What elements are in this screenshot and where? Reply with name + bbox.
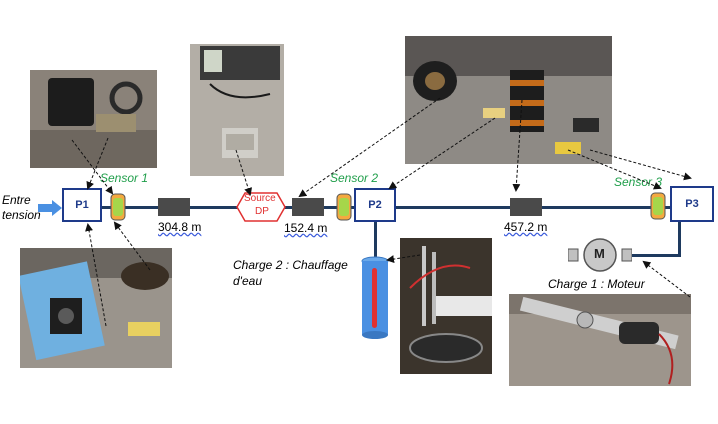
source-label-line1: Source — [244, 193, 276, 204]
sensor-2-label: Sensor 2 — [330, 171, 379, 185]
node-p3: P3 — [670, 186, 714, 222]
input-label-line2: tension — [2, 208, 41, 222]
source-label-line2: DP — [255, 206, 269, 217]
charge-2-label-line2: d'eau — [233, 274, 262, 288]
sensor-1-icon — [110, 193, 126, 221]
input-label-line1: Entre — [2, 193, 31, 207]
photo-input-power — [20, 248, 172, 368]
node-p2: P2 — [354, 188, 396, 222]
distance-1: 304.8 m — [158, 220, 202, 234]
sensor-2-icon — [336, 193, 352, 221]
sensor-3-label: Sensor 3 — [614, 175, 663, 189]
distance-3: 457.2 m — [504, 220, 548, 234]
charge-2-label-line1: Charge 2 : Chauffage — [233, 258, 348, 272]
node-p1: P1 — [62, 188, 102, 222]
sensor-1-label: Sensor 1 — [100, 171, 149, 185]
motor-icon — [568, 238, 632, 272]
water-tank-icon — [361, 256, 389, 339]
photo-motor — [509, 294, 691, 386]
photo-water-heater — [400, 238, 492, 374]
cable-segment-3 — [510, 198, 542, 216]
photo-oscilloscope — [190, 44, 284, 176]
charge-1-label: Charge 1 : Moteur — [548, 277, 645, 291]
distance-2: 152.4 m — [284, 221, 328, 235]
cable-segment-1 — [158, 198, 190, 216]
source-dp-hexagon — [236, 192, 286, 222]
motor-symbol: M — [594, 246, 605, 261]
motor-branch-horizontal — [630, 254, 681, 257]
input-arrow-icon — [38, 200, 62, 216]
cable-segment-2 — [292, 198, 324, 216]
photo-p1-meter — [30, 70, 157, 168]
photo-cable-reels — [405, 36, 612, 164]
sensor-3-icon — [650, 192, 666, 220]
heater-branch-line — [374, 222, 377, 260]
motor-branch-vertical — [678, 222, 681, 257]
